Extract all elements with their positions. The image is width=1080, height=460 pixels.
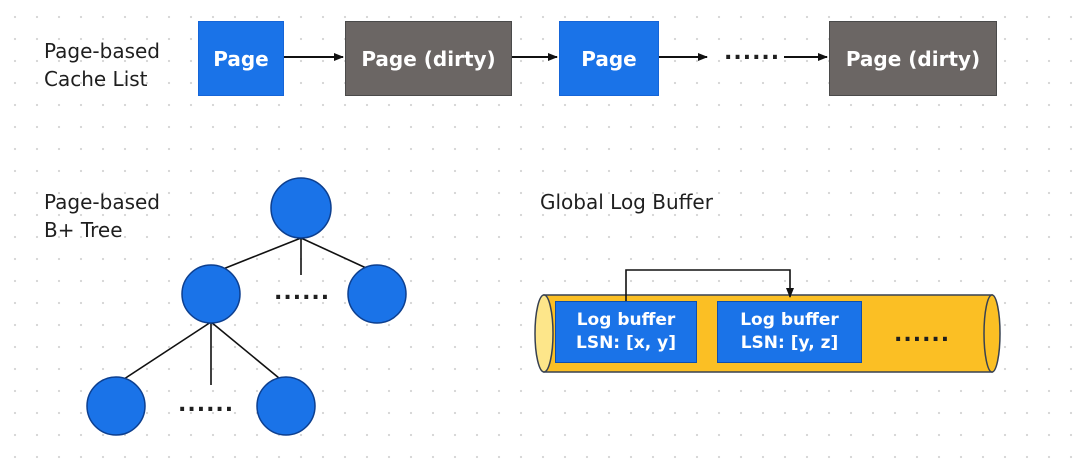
cache-ellipsis: ...... [724, 40, 781, 65]
log-link-arrow [625, 269, 794, 302]
tree-ellipsis-level2: ...... [178, 392, 235, 417]
log-buffer-block-1: Log buffer LSN: [x, y] [555, 301, 697, 363]
log-buffer-block-2: Log buffer LSN: [y, z] [717, 301, 862, 363]
tree-ellipsis-level1: ...... [274, 280, 331, 305]
log-ellipsis: ...... [894, 322, 951, 347]
tree-label: Page-based B+ Tree [44, 190, 161, 242]
tree-root-node [270, 177, 332, 239]
cache-node-page-1: Page [198, 21, 284, 96]
tree-leaf-node-left [86, 376, 146, 436]
cache-list-label: Page-based Cache List [44, 39, 161, 91]
tree-level1-node-left [181, 264, 241, 324]
cache-node-dirty-1: Page (dirty) [345, 21, 512, 96]
log-buffer-1-lsn: LSN: [x, y] [576, 333, 676, 353]
log-buffer-2-lsn: LSN: [y, z] [740, 333, 839, 353]
tree-edges [117, 237, 378, 385]
log-buffer-2-title: Log buffer [740, 310, 839, 330]
cache-node-dirty-2: Page (dirty) [829, 21, 997, 96]
log-buffer-title: Global Log Buffer [540, 190, 713, 214]
tree-level1-node-right [347, 264, 407, 324]
log-buffer-1-title: Log buffer [576, 310, 676, 330]
cache-node-page-2: Page [559, 21, 659, 96]
tree-leaf-node-right [256, 376, 316, 436]
